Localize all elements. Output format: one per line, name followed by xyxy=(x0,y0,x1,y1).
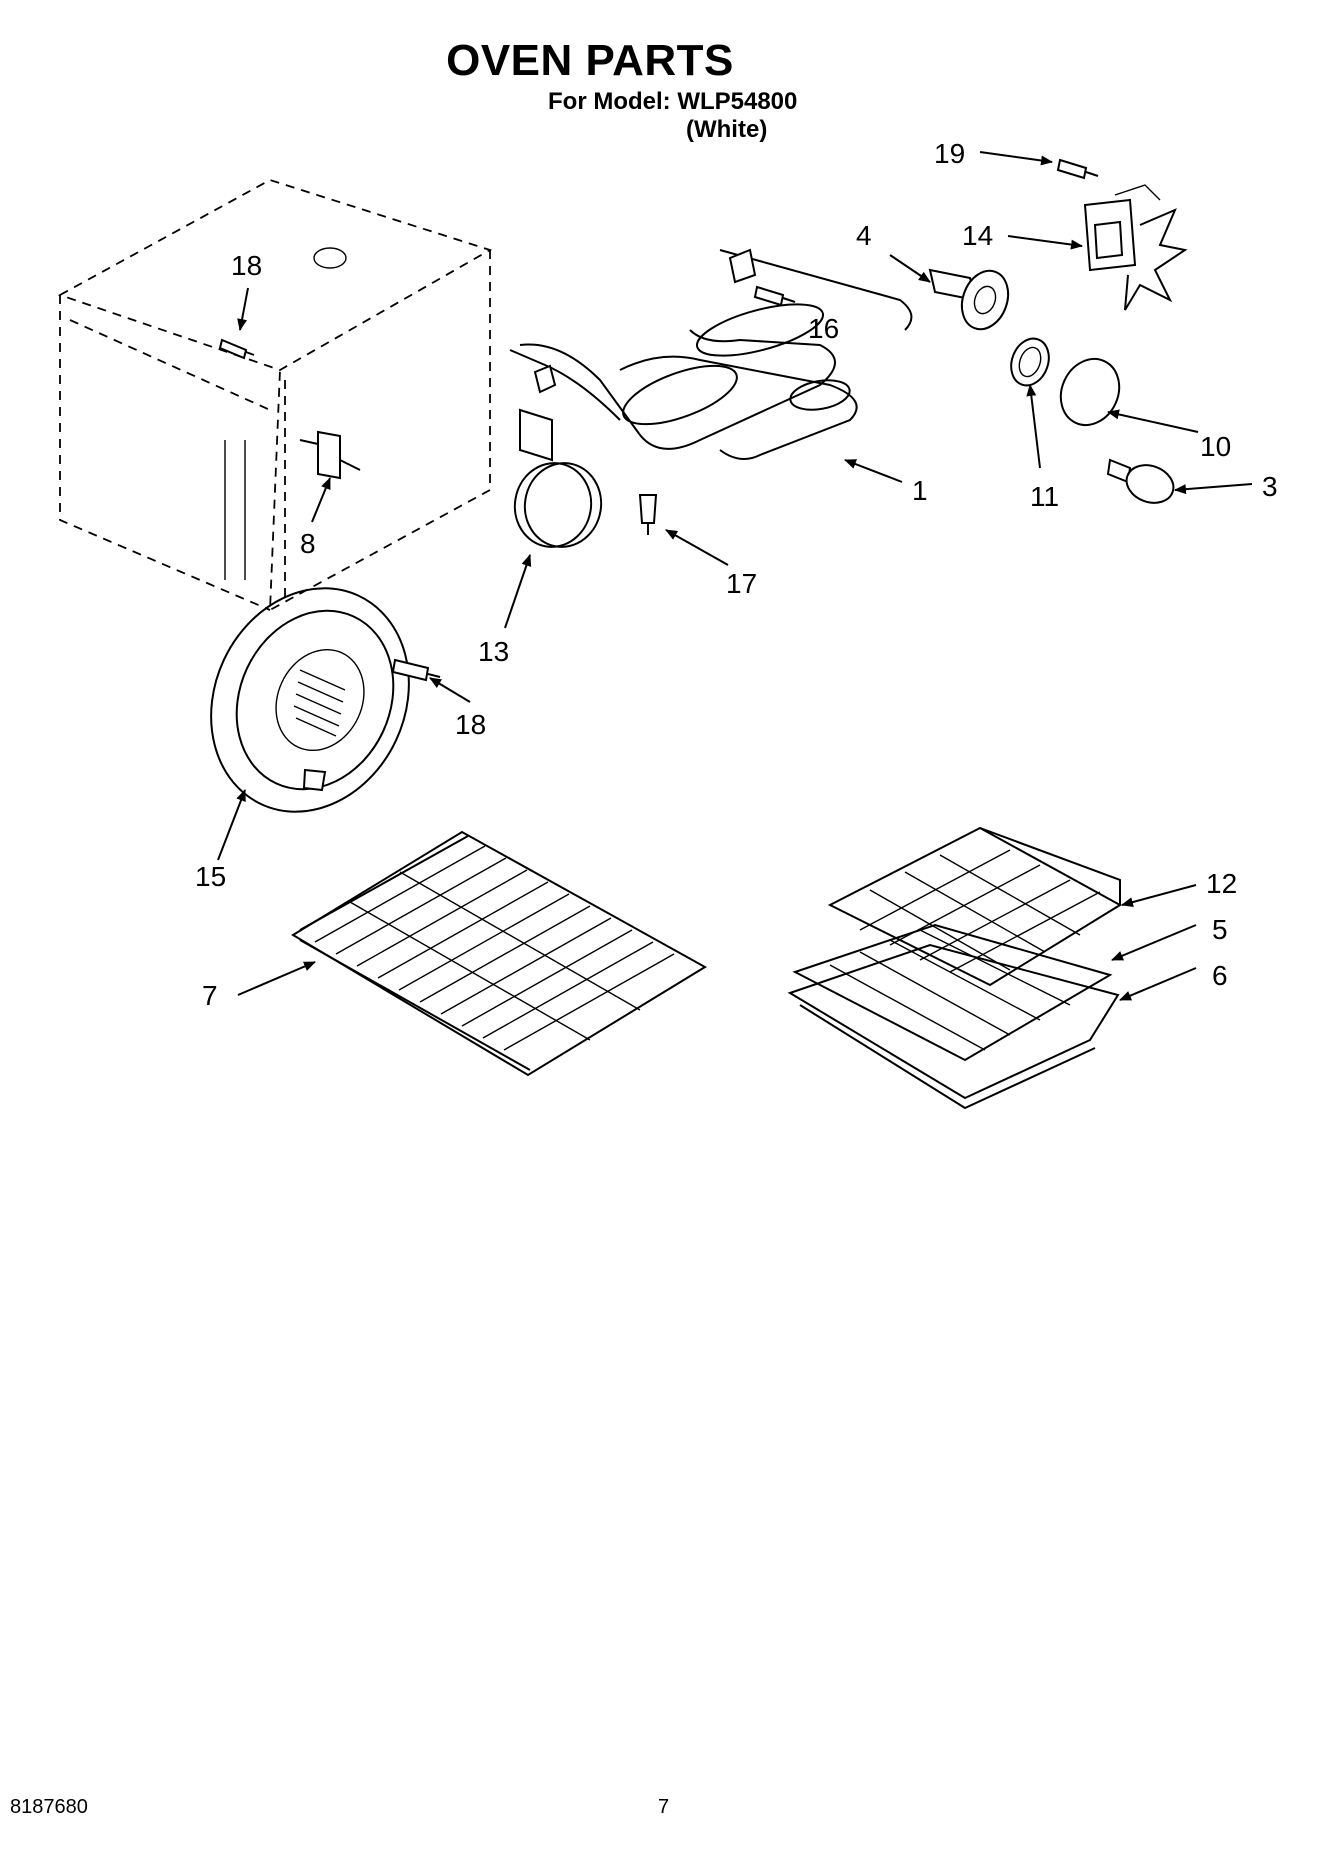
light-lens-10 xyxy=(1059,357,1121,427)
convection-fan-motor-14 xyxy=(1083,184,1188,311)
light-socket-4 xyxy=(928,268,1010,331)
light-gasket-11 xyxy=(1010,337,1050,387)
page-number: 7 xyxy=(658,1796,670,1818)
callout-10: 10 xyxy=(1200,431,1231,462)
broiler-insert-12 xyxy=(827,826,1122,987)
callout-8: 8 xyxy=(300,528,316,559)
callout-18-top: 18 xyxy=(231,250,262,281)
oven-cavity-outline xyxy=(57,179,493,612)
callout-11: 11 xyxy=(1030,481,1059,512)
callout-6: 6 xyxy=(1212,960,1228,991)
callout-leaders xyxy=(217,151,1253,1001)
color-line: (White) xyxy=(686,116,768,143)
callout-19: 19 xyxy=(934,138,965,169)
callout-5: 5 xyxy=(1212,914,1228,945)
screw-19 xyxy=(1056,158,1099,180)
screw-18-top xyxy=(218,338,255,360)
oven-rack-7 xyxy=(291,830,707,1077)
callout-1: 1 xyxy=(912,475,928,506)
fan-cover-15 xyxy=(210,587,410,813)
callout-13: 13 xyxy=(478,636,509,667)
light-bulb-3 xyxy=(1106,458,1175,504)
broiler-grid-5 xyxy=(792,923,1113,1062)
callout-14: 14 xyxy=(962,220,993,251)
model-line: For Model: WLP54800 xyxy=(548,88,798,115)
screw-16 xyxy=(753,285,796,307)
terminal-block xyxy=(533,248,757,394)
callout-3: 3 xyxy=(1262,471,1278,502)
bake-element-1 xyxy=(509,249,913,460)
callout-7: 7 xyxy=(202,980,218,1011)
screw-17 xyxy=(638,494,658,535)
callout-18-lower: 18 xyxy=(455,709,486,740)
callout-17: 17 xyxy=(726,568,757,599)
callout-4: 4 xyxy=(856,220,872,251)
part-number: 8187680 xyxy=(10,1796,88,1818)
sensor-bracket-8 xyxy=(299,430,361,480)
callout-15: 15 xyxy=(195,861,226,892)
callout-12: 12 xyxy=(1206,868,1237,899)
callout-16: 16 xyxy=(808,313,839,344)
screw-18-lower xyxy=(391,658,441,682)
broiler-pan-6 xyxy=(787,943,1120,1110)
fan-shroud-ring-13 xyxy=(513,408,603,548)
page-title: OVEN PARTS xyxy=(446,36,734,85)
